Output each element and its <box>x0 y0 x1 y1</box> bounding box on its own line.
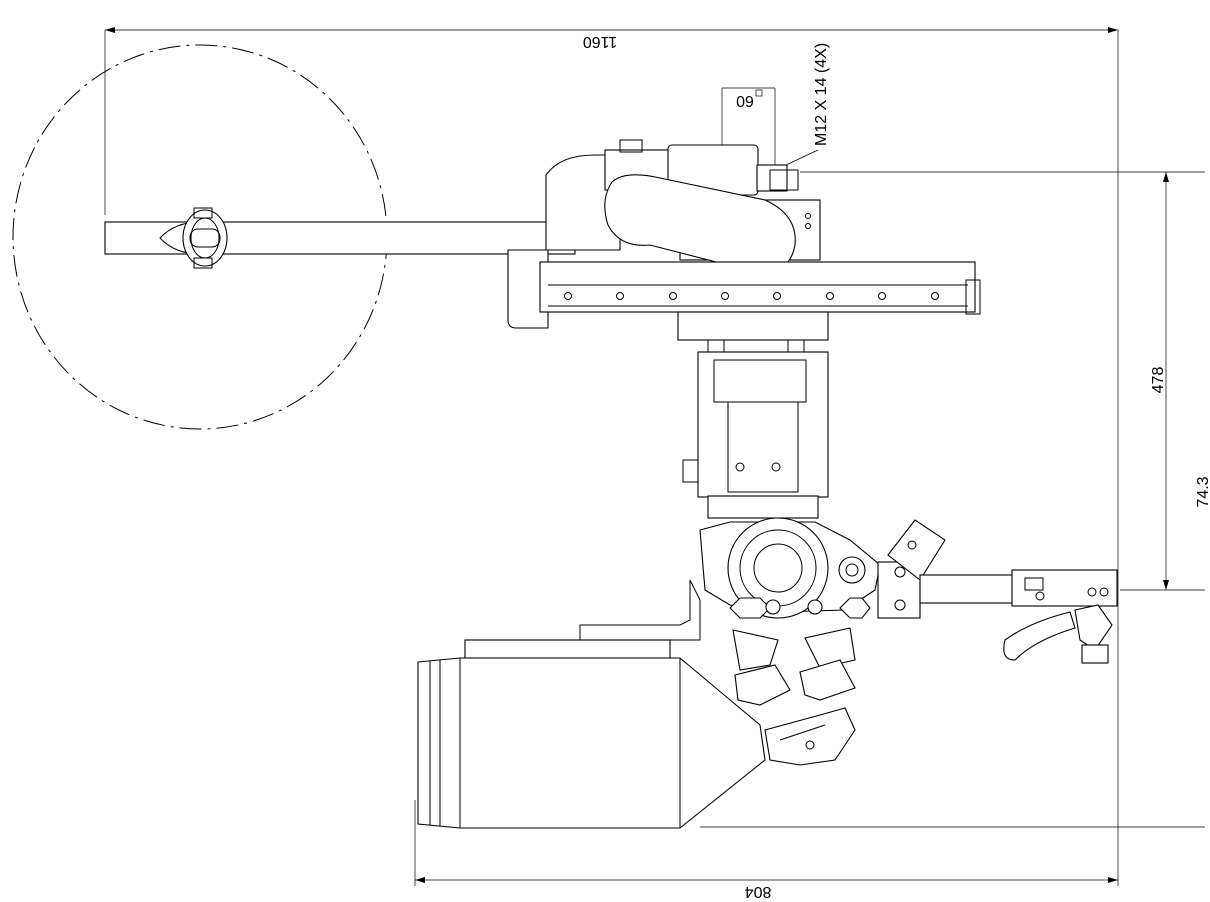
vertical-column <box>677 311 829 519</box>
dimension-743: 74.3 <box>700 476 1210 828</box>
upper-motor-assembly <box>507 139 821 329</box>
thread-note: M12 X 14 (4X) <box>785 43 830 166</box>
bottom-housing <box>417 657 856 829</box>
dimension-square-60: 60 <box>721 87 776 190</box>
dim-1160-label: 1160 <box>583 33 618 50</box>
dimension-804: 804 <box>414 780 1119 900</box>
dimension-1160: 1160 <box>104 27 1119 780</box>
linear-rail <box>539 261 981 315</box>
grinder-heads <box>729 597 871 706</box>
wrist-head <box>699 517 946 619</box>
bracket-plate <box>464 579 701 659</box>
arm-bar <box>104 207 576 269</box>
dimension-478: 478 <box>800 171 1205 591</box>
thread-note-label: M12 X 14 (4X) <box>813 43 830 146</box>
dim-478-label: 478 <box>1150 367 1167 394</box>
dim-804-label: 804 <box>745 883 772 900</box>
dim-60-label: 60 <box>736 92 754 109</box>
gripper-arm <box>919 569 1118 664</box>
dim-743-label: 74.3 <box>1195 476 1210 507</box>
